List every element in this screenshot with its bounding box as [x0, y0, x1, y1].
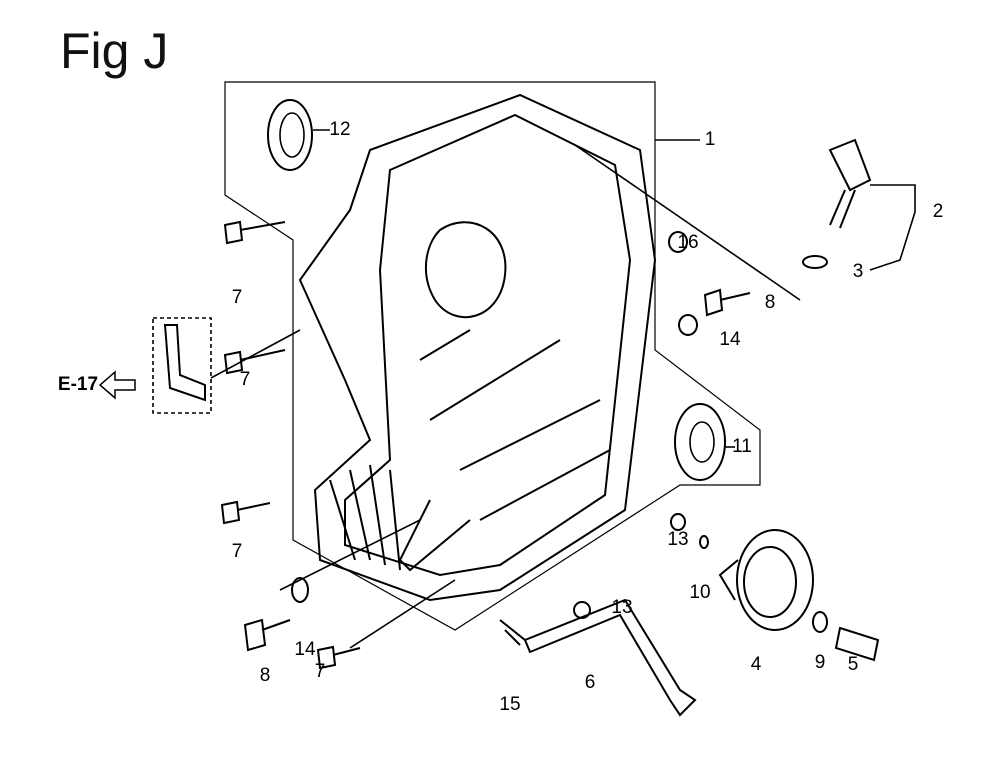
flange-bolt: [220, 220, 751, 670]
callout-16: 16: [677, 232, 699, 253]
callout-2: 2: [932, 201, 944, 222]
o-ring: [802, 255, 828, 269]
callout-14: 14: [294, 639, 316, 660]
callout-3: 3: [852, 261, 864, 282]
callout-4: 4: [750, 654, 762, 675]
oil-filler-cap: [828, 138, 872, 229]
callout-8: 8: [259, 665, 271, 686]
callout-13: 13: [667, 529, 689, 550]
callout-10: 10: [689, 582, 711, 603]
callout-1: 1: [704, 129, 716, 150]
governor-gear: [718, 529, 814, 631]
washer: [291, 577, 309, 603]
callout-14: 14: [719, 329, 741, 350]
callout-7: 7: [314, 661, 326, 682]
nut: [670, 513, 686, 531]
callout-9: 9: [814, 652, 826, 673]
callout-8: 8: [764, 292, 776, 313]
callout-6: 6: [584, 672, 596, 693]
callout-11: 11: [732, 436, 752, 457]
figure-title: Fig J: [60, 23, 169, 79]
governor-arm: [523, 598, 697, 717]
crankcase-cover: [298, 93, 657, 602]
washer: [812, 611, 828, 633]
callout-7: 7: [239, 369, 251, 390]
breather-tube-box: [152, 317, 212, 414]
reference-e17[interactable]: E-17: [57, 374, 99, 395]
arrow-left-icon: [98, 370, 136, 400]
ball-bearing: [674, 403, 726, 481]
callout-7: 7: [231, 541, 243, 562]
callout-5: 5: [847, 654, 859, 675]
callout-12: 12: [329, 119, 351, 140]
callout-7: 7: [231, 287, 243, 308]
oil-seal: [267, 99, 313, 171]
dowel-pin: [668, 231, 688, 253]
callout-13: 13: [611, 597, 633, 618]
callout-15: 15: [499, 694, 521, 715]
leader-line-2: [869, 184, 916, 271]
breather-tube: [163, 324, 206, 402]
washer: [678, 314, 698, 336]
clip: [499, 619, 526, 646]
bracket-line-3: [574, 144, 801, 301]
governor-shaft: [834, 626, 880, 662]
pin: [699, 535, 709, 549]
